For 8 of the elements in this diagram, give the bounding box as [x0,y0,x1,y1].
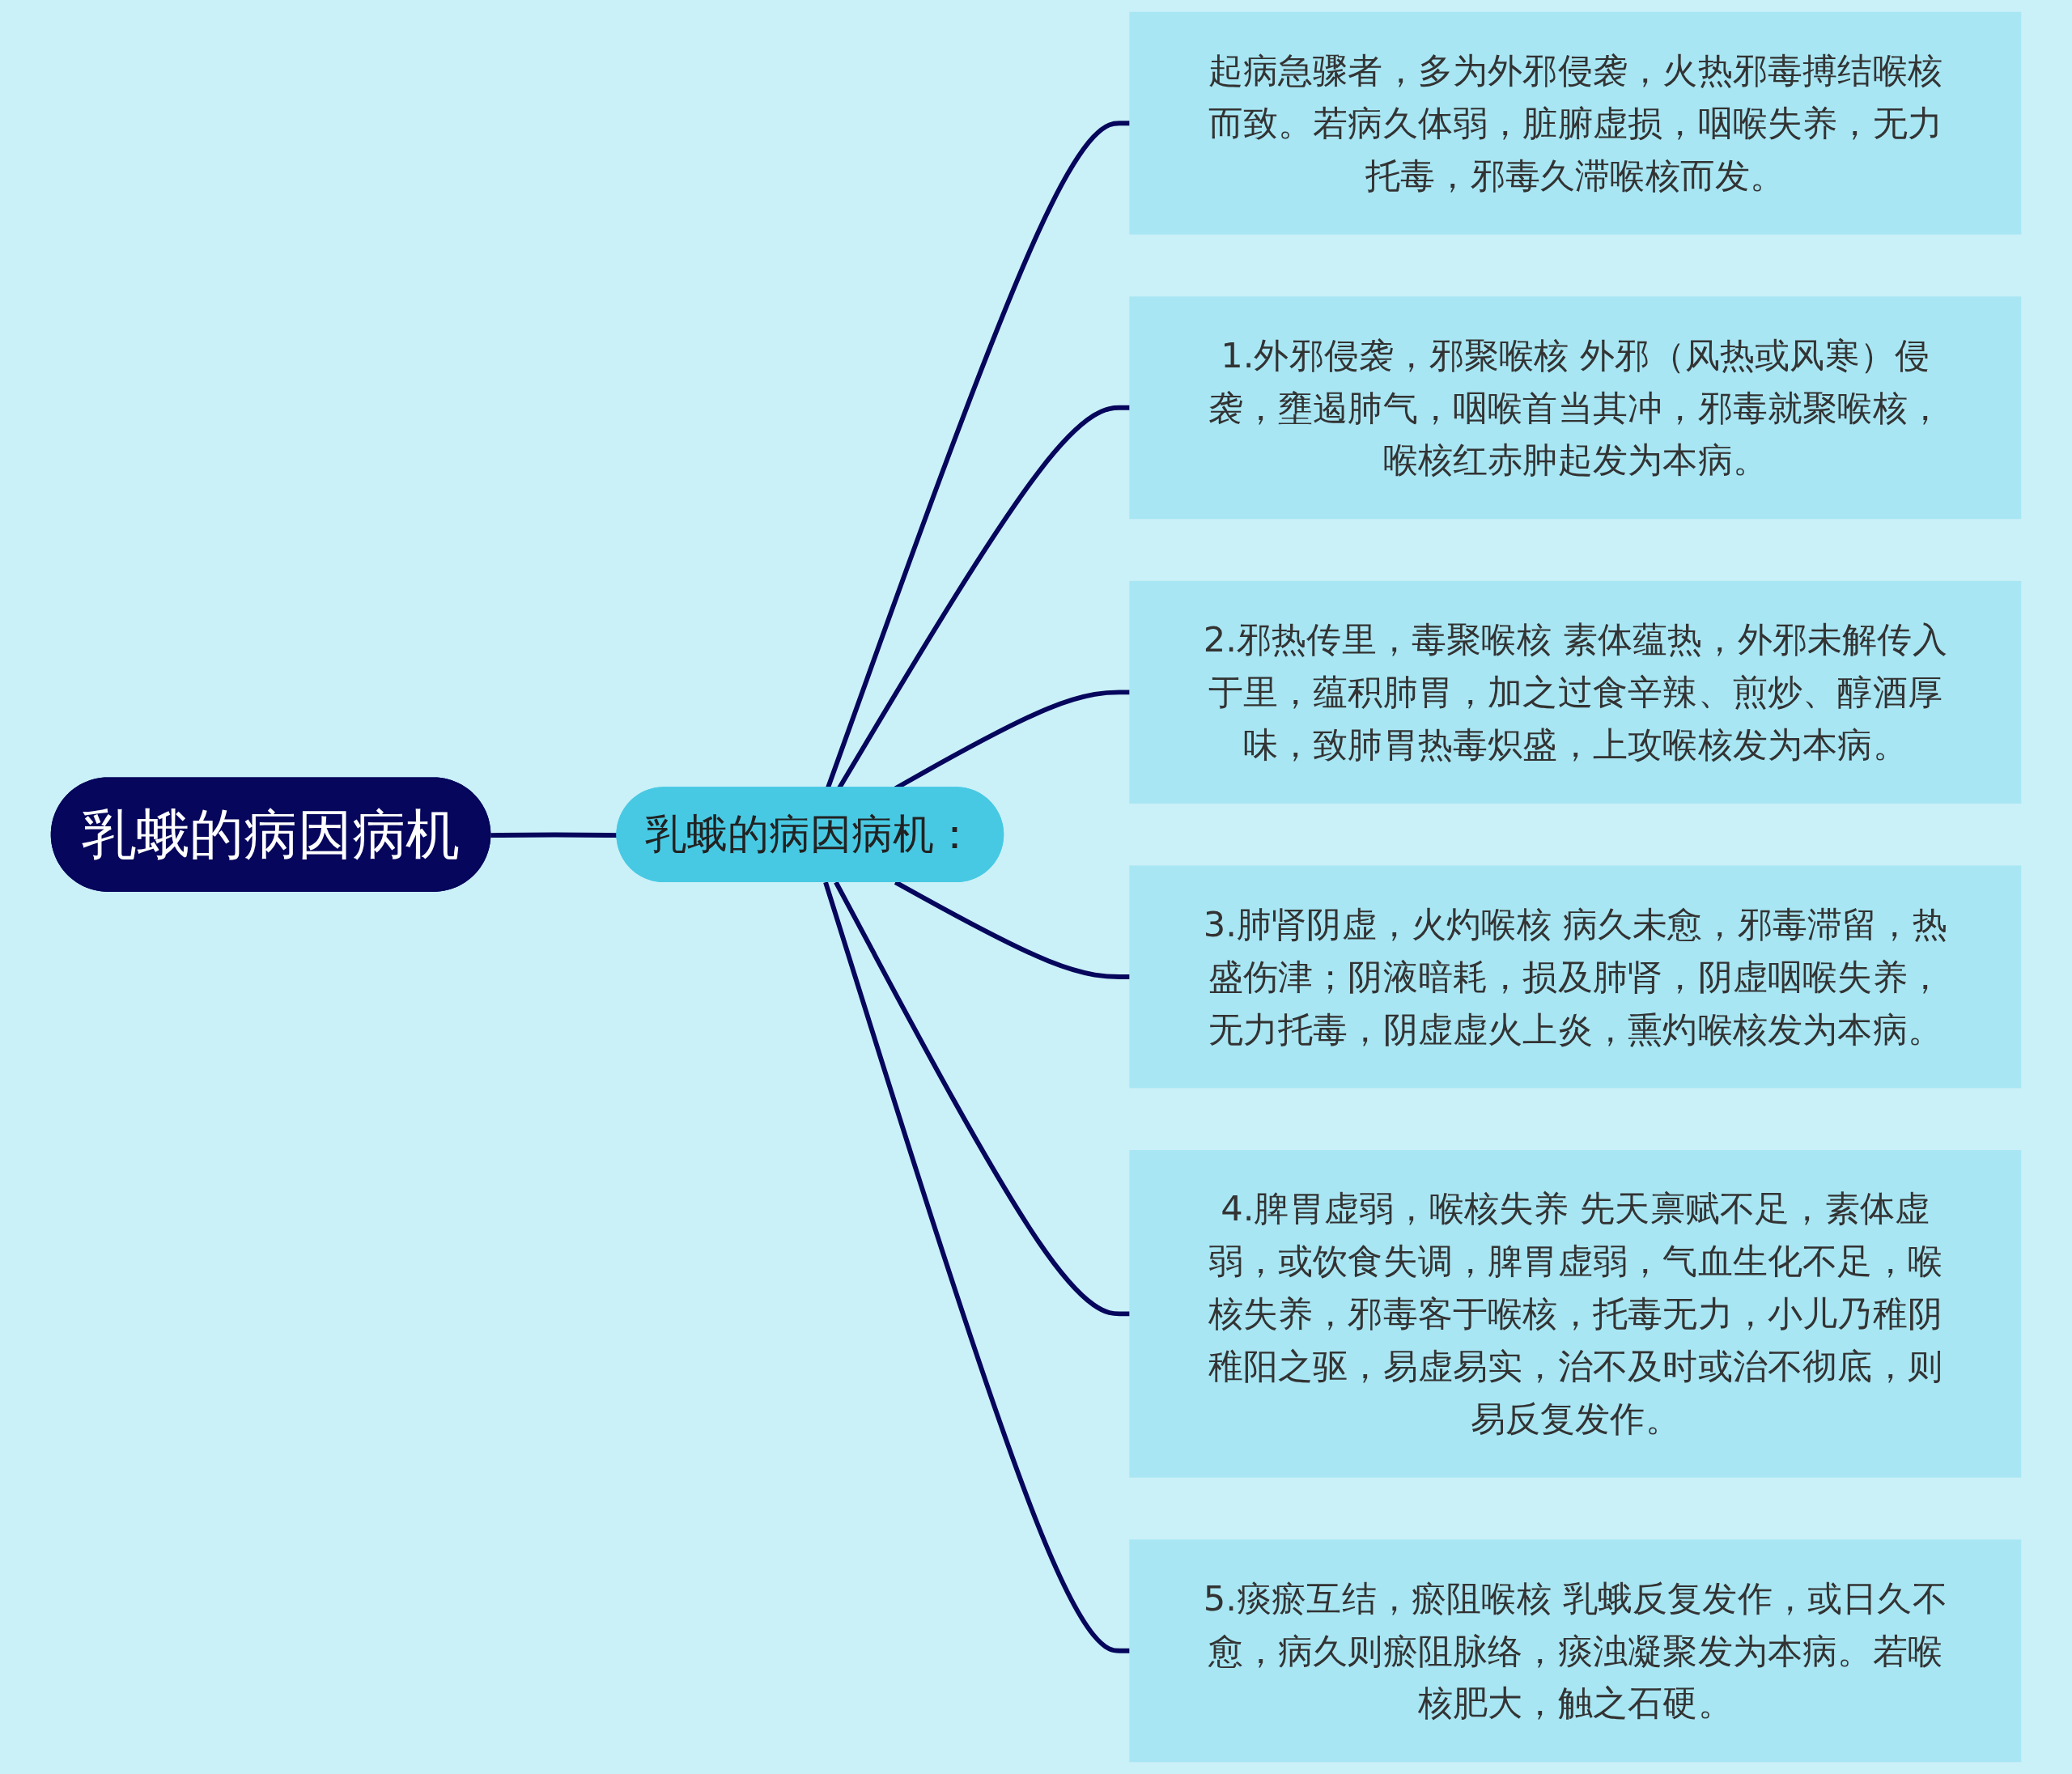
node-box: 3.肺肾阴虚，火灼喉核 病久未愈，邪毒滞留，热盛伤津；阴液暗耗，损及肺肾，阴虚咽喉失养，无力托毒，阴虚虚火上炎，熏灼喉核发为本病。 [1129,865,2022,1089]
node-box: 4.脾胃虚弱，喉核失养 先天禀赋不足，素体虚弱，或饮食失调，脾胃虚弱，气血生化不足，喉核失养，邪毒客于喉核，托毒无力，小儿乃稚阴稚阳之驱，易虚易实，治不及时或治不彻底，则易反复发作。 [1129,1150,2022,1478]
node-box: 起病急骤者，多为外邪侵袭，火热邪毒搏结喉核而致。若病久体弱，脏腑虚损，咽喉失养，无力托毒，邪毒久滞喉核而发。 [1129,11,2022,235]
node-box: 5.痰瘀互结，瘀阻喉核 乳蛾反复发作，或日久不愈，病久则瘀阻脉络，痰浊凝聚发为本病。若喉核肥大，触之石硬。 [1129,1539,2022,1763]
node-box: 2.邪热传里，毒聚喉核 素体蕴热，外邪未解传入于里，蕴积肺胃，加之过食辛辣、煎炒、醇酒厚味，致肺胃热毒炽盛，上攻喉核发为本病。 [1129,580,2022,804]
node-box: 1.外邪侵袭，邪聚喉核 外邪（风热或风寒）侵袭，壅遏肺气，咽喉首当其冲，邪毒就聚喉核，喉核红赤肿起发为本病。 [1129,296,2022,520]
connector [823,881,1131,1653]
connector [834,881,1131,1317]
